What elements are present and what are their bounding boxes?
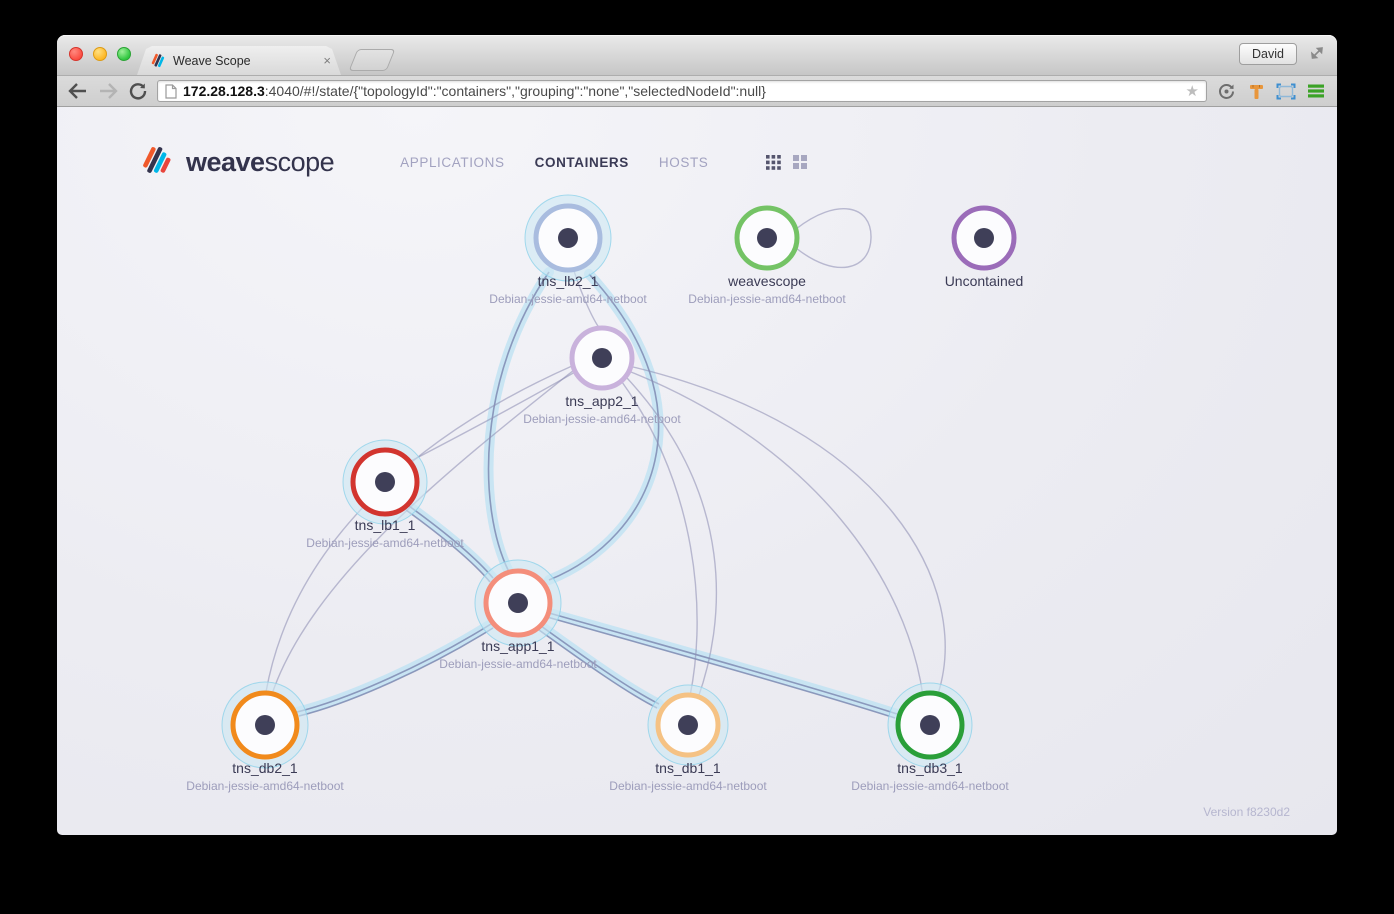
- node-sublabel: Debian-jessie-amd64-netboot: [186, 779, 344, 793]
- weave-scope-page: weavescope APPLICATIONS CONTAINERS HOSTS: [57, 107, 1337, 835]
- version-label: Version f8230d2: [1203, 805, 1290, 819]
- node-label: tns_lb2_1: [538, 273, 599, 289]
- url-host: 172.28.128.3: [183, 83, 265, 99]
- node-sublabel: Debian-jessie-amd64-netboot: [609, 779, 767, 793]
- close-window-button[interactable]: [69, 47, 83, 61]
- tab-close-icon[interactable]: ×: [323, 53, 331, 68]
- profile-button[interactable]: David: [1239, 43, 1297, 65]
- node-tns_db2_1[interactable]: tns_db2_1 Debian-jessie-amd64-netboot: [186, 681, 344, 793]
- node-tns_lb2_1[interactable]: tns_lb2_1 Debian-jessie-amd64-netboot: [489, 194, 647, 306]
- back-icon[interactable]: [67, 80, 89, 102]
- edge-lb2-app1-right: [544, 269, 664, 585]
- nav-hosts[interactable]: HOSTS: [658, 154, 709, 170]
- node-label: weavescope: [727, 273, 806, 289]
- node-tns_app1_1[interactable]: tns_app1_1 Debian-jessie-amd64-netboot: [439, 559, 597, 671]
- edge-core: [548, 273, 660, 581]
- browser-tab[interactable]: Weave Scope ×: [137, 46, 341, 75]
- weavescope-logo: weavescope: [140, 143, 335, 181]
- node-uncontained[interactable]: Uncontained: [945, 205, 1024, 289]
- node-tns_lb1_1[interactable]: tns_lb1_1 Debian-jessie-amd64-netboot: [306, 439, 464, 550]
- edge-weavescope-selfloop: [795, 208, 872, 269]
- node-dot: [375, 472, 395, 492]
- node-label: Uncontained: [945, 273, 1024, 289]
- node-tns_db3_1[interactable]: tns_db3_1 Debian-jessie-amd64-netboot: [851, 682, 1009, 793]
- edge-app2-lb1: [408, 371, 576, 463]
- screenshot-extension-icon[interactable]: [1275, 80, 1297, 102]
- tab-favicon-weave-icon: [150, 53, 166, 69]
- node-label: tns_lb1_1: [355, 517, 416, 533]
- nav-containers[interactable]: CONTAINERS: [534, 154, 629, 170]
- node-sublabel: Debian-jessie-amd64-netboot: [306, 536, 464, 550]
- window-controls: [69, 47, 131, 61]
- edge-core: [408, 505, 494, 579]
- menu-extension-icon[interactable]: [1305, 80, 1327, 102]
- titlebar: Weave Scope × David: [57, 35, 1337, 75]
- node-label: tns_db3_1: [897, 760, 963, 776]
- fullscreen-icon[interactable]: [1309, 45, 1325, 66]
- edge-app2-db3-a: [630, 371, 924, 697]
- zoom-window-button[interactable]: [117, 47, 131, 61]
- logo-text-bold: weave: [186, 146, 265, 177]
- app-header: weavescope APPLICATIONS CONTAINERS HOSTS: [140, 135, 1337, 189]
- edge-app2-db1-a: [621, 381, 698, 697]
- url-path: :4040/#!/state/{"topologyId":"containers…: [264, 83, 766, 99]
- node-dot: [508, 593, 528, 613]
- node-sublabel: Debian-jessie-amd64-netboot: [489, 292, 647, 306]
- grid-none-icon[interactable]: [766, 154, 782, 170]
- node-label: tns_app1_1: [481, 638, 554, 654]
- ruler-extension-icon[interactable]: [1245, 80, 1267, 102]
- edge-app2-db1-b: [626, 377, 718, 699]
- node-dot: [558, 228, 578, 248]
- grid-grouped-icon[interactable]: [793, 155, 808, 169]
- browser-toolbar: 172.28.128.3:4040/#!/state/{"topologyId"…: [57, 75, 1337, 107]
- node-tns_app2_1[interactable]: tns_app2_1 Debian-jessie-amd64-netboot: [523, 325, 681, 426]
- node-dot: [920, 715, 940, 735]
- page-icon: [165, 83, 177, 99]
- browser-window: Weave Scope × David: [57, 35, 1337, 835]
- node-label: tns_db2_1: [232, 760, 298, 776]
- node-dot: [255, 715, 275, 735]
- reload-icon[interactable]: [127, 80, 149, 102]
- node-dot: [757, 228, 777, 248]
- node-dot: [678, 715, 698, 735]
- node-tns_db1_1[interactable]: tns_db1_1 Debian-jessie-amd64-netboot: [609, 684, 767, 793]
- edge-core: [540, 625, 660, 705]
- minimize-window-button[interactable]: [93, 47, 107, 61]
- url-input[interactable]: 172.28.128.3:4040/#!/state/{"topologyId"…: [157, 80, 1207, 102]
- edge-app2-db2-b: [271, 369, 575, 695]
- node-dot: [592, 348, 612, 368]
- node-label: tns_db1_1: [655, 760, 721, 776]
- logo-text: weavescope: [186, 146, 335, 178]
- edge-app2-db3-b: [628, 365, 946, 695]
- edge-core: [538, 629, 658, 709]
- node-sublabel: Debian-jessie-amd64-netboot: [439, 657, 597, 671]
- node-sublabel: Debian-jessie-amd64-netboot: [688, 292, 846, 306]
- node-sublabel: Debian-jessie-amd64-netboot: [523, 412, 681, 426]
- node-sublabel: Debian-jessie-amd64-netboot: [851, 779, 1009, 793]
- node-weavescope[interactable]: weavescope Debian-jessie-amd64-netboot: [688, 205, 846, 306]
- new-tab-button[interactable]: [348, 49, 396, 71]
- edge-core: [546, 616, 896, 719]
- edge-core: [296, 623, 492, 713]
- node-dot: [974, 228, 994, 248]
- bookmark-star-icon[interactable]: ★: [1185, 82, 1199, 100]
- nav-applications[interactable]: APPLICATIONS: [400, 154, 505, 170]
- grouping-toggles: [766, 154, 808, 170]
- logo-text-light: scope: [264, 146, 335, 177]
- sync-extension-icon[interactable]: [1215, 80, 1237, 102]
- topology-nav: APPLICATIONS CONTAINERS HOSTS: [400, 155, 708, 170]
- url-text: 172.28.128.3:4040/#!/state/{"topologyId"…: [183, 83, 1180, 99]
- weave-logo-icon: [143, 147, 171, 173]
- topology-graph: tns_lb2_1 Debian-jessie-amd64-netboot we…: [186, 194, 1024, 793]
- forward-icon[interactable]: [97, 80, 119, 102]
- tab-title: Weave Scope: [173, 53, 251, 68]
- node-label: tns_app2_1: [565, 393, 638, 409]
- edge-core: [548, 612, 898, 715]
- edge-core: [298, 627, 494, 717]
